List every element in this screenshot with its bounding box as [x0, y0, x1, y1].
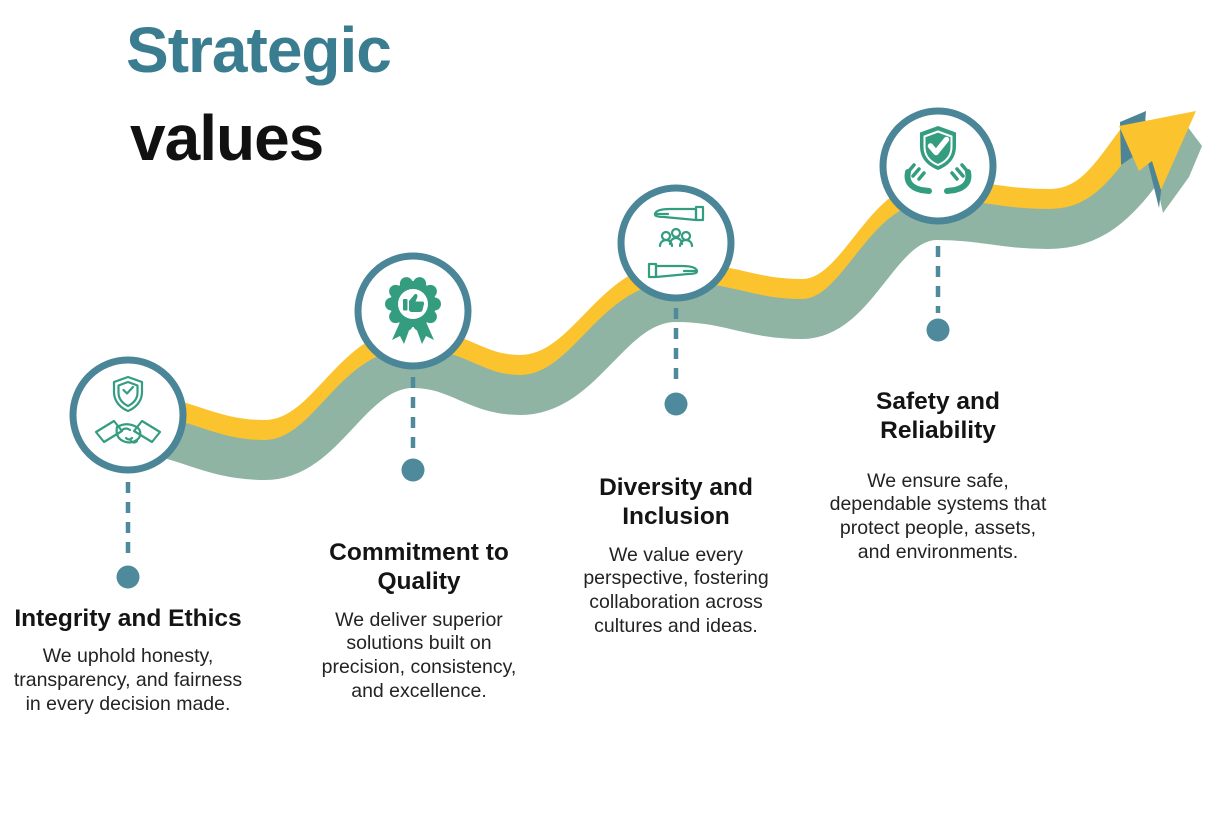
milestone-circle-3: [617, 184, 735, 302]
milestone-description: We deliver superior solutions built on p…: [321, 608, 517, 702]
connector-dot: [401, 458, 425, 482]
milestone-text-2: Commitment to Quality We deliver superio…: [304, 538, 534, 703]
connector-dot: [926, 318, 950, 342]
connectors: [116, 246, 950, 589]
milestone-circle-1: [69, 356, 187, 474]
milestone-text-3: Diversity and Inclusion We value every p…: [561, 473, 791, 638]
caring-hands-people-icon: [647, 205, 705, 279]
title-line-1: Strategic: [126, 14, 392, 86]
hands-holding-shield-icon: [904, 126, 972, 194]
milestone-title: Commitment to Quality: [329, 539, 509, 596]
connector-dot: [116, 565, 140, 589]
arrow-head-icon: [1119, 111, 1202, 213]
connector-dot: [664, 392, 688, 416]
milestone-text-1: Integrity and Ethics We uphold honesty, …: [13, 604, 243, 716]
milestone-title: Diversity and Inclusion: [599, 474, 753, 531]
milestone-description: We ensure safe, dependable systems that …: [829, 469, 1047, 563]
milestone-title: Integrity and Ethics: [14, 605, 242, 632]
milestone-title: Safety and Reliability: [876, 388, 1000, 445]
award-thumbs-up-icon: [385, 277, 441, 344]
milestone-text-4: Safety and Reliability We ensure safe, d…: [823, 387, 1053, 564]
milestone-description: We uphold honesty, transparency, and fai…: [13, 645, 243, 715]
title-line-2: values: [130, 102, 324, 174]
shield-handshake-icon: [94, 375, 162, 444]
milestone-description: We value every perspective, fostering co…: [583, 543, 769, 637]
page-title: Strategic values: [126, 6, 392, 182]
wave-sage-band: [100, 140, 1170, 481]
